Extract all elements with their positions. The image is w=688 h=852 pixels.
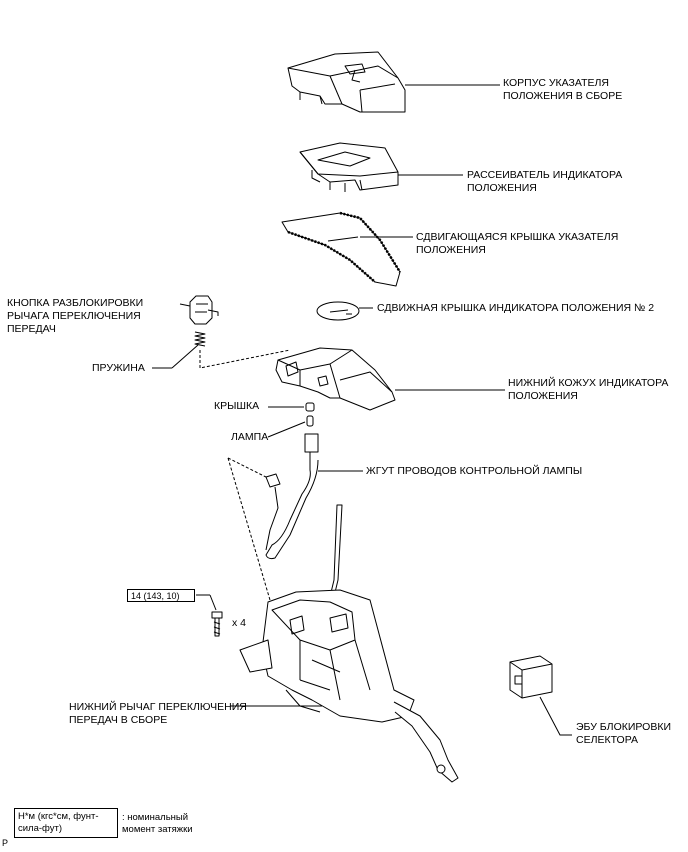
label-cap: КРЫШКА [214,400,260,412]
label-lower-lever: НИЖНИЙ РЫЧАГ ПЕРЕКЛЮЧЕНИЯ ПЕРЕДАЧ В СБОР… [69,701,247,726]
label-indicator-diffuser: РАССЕИВАТЕЛЬ ИНДИКАТОРА ПОЛОЖЕНИЯ [467,169,623,194]
label-ecu: ЭБУ БЛОКИРОВКИ СЕЛЕКТОРА [576,721,672,746]
lower-lever-assembly-part [239,589,459,783]
legend-description: : номинальный момент затяжки [122,812,193,835]
label-release-button: КНОПКА РАЗБЛОКИРОВКИ РЫЧАГА ПЕРЕКЛЮЧЕНИЯ… [7,297,144,335]
indicator-diffuser-part [299,142,399,192]
bolt-quantity: x 4 [232,617,247,629]
label-lamp: ЛАМПА [231,431,269,443]
corner-mark: P [2,838,9,848]
slide-cover-part [281,211,402,287]
label-wire-harness: ЖГУТ ПРОВОДОВ КОНТРОЛЬНОЙ ЛАМПЫ [366,465,583,477]
dashed-guide-button [199,349,291,369]
torque-spec-box: 14 (143, 10) [127,589,195,602]
leader-lamp [267,421,306,438]
bolt-part [211,611,223,637]
spring-part [194,331,206,347]
lamp-part [306,415,314,427]
wire-harness-part [265,433,319,560]
leader-ecu [539,696,572,736]
dashed-guide-harness [227,457,271,601]
label-slide-cover: СДВИГАЮЩАЯСЯ КРЫШКА УКАЗАТЕЛЯ ПОЛОЖЕНИЯ [416,231,619,256]
indicator-housing-part [287,51,406,113]
label-indicator-housing: КОРПУС УКАЗАТЕЛЯ ПОЛОЖЕНИЯ В СБОРЕ [503,77,623,102]
leader-spring [171,344,199,369]
slide-cover-2-part [316,301,360,321]
ecu-part [509,655,553,699]
label-lower-housing: НИЖНИЙ КОЖУХ ИНДИКАТОРА ПОЛОЖЕНИЯ [508,377,669,402]
leader-release-button [179,303,191,307]
leader-bolt [209,594,217,611]
label-slide-cover-2: СДВИЖНАЯ КРЫШКА ИНДИКАТОРА ПОЛОЖЕНИЯ № 2 [377,302,655,314]
lower-housing-part [275,347,396,411]
label-spring: ПРУЖИНА [92,362,145,374]
cap-part [305,402,315,412]
release-button-part [189,295,219,325]
legend-unit-box: Н*м (кгс*см, фунт- сила-фут) [14,808,118,838]
